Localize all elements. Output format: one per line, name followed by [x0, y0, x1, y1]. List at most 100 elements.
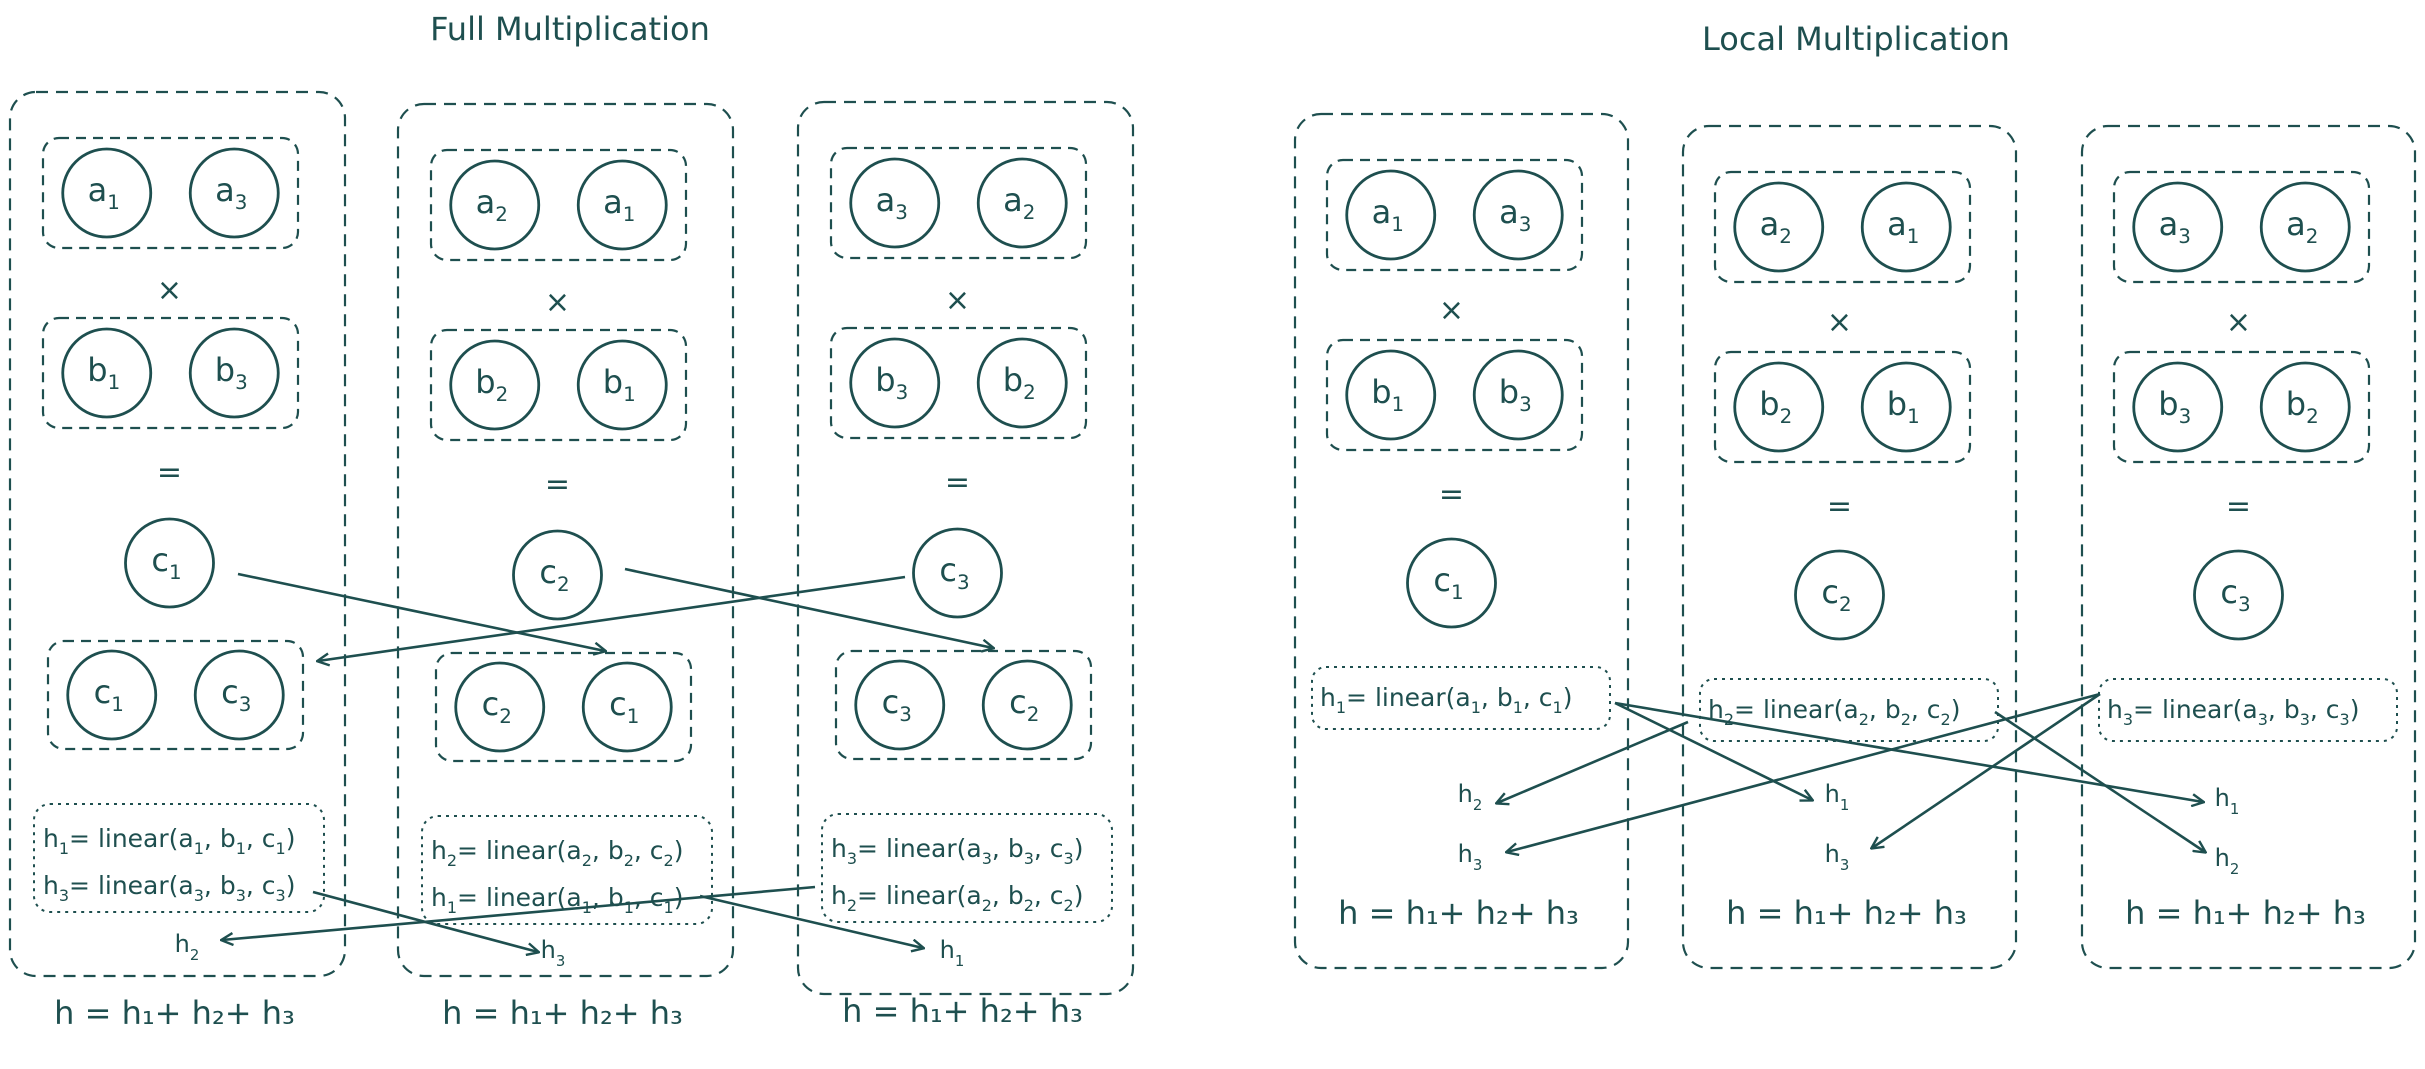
local-d3-b-box: [2112, 350, 2371, 464]
full-d2-formula-box: [421, 815, 713, 925]
full-arrow-4: [222, 885, 816, 940]
full-d2-a-node-1-circle: [449, 159, 541, 251]
full-title: Full Multiplication: [430, 10, 710, 48]
local-d3-b-node-2-label: b2: [2286, 385, 2319, 428]
full-d1-a-node-1-label: a1: [88, 171, 120, 214]
full-d2-c-label: c2: [539, 553, 569, 596]
local-d3-sum: h = h₁+ h₂+ h₃: [2125, 894, 2366, 932]
local-device-3-panel: [2080, 124, 2417, 970]
full-recv-h2: h2: [175, 930, 200, 964]
local-title: Local Multiplication: [1702, 20, 2010, 58]
local-d1-b-node-2-label: b3: [1499, 373, 1532, 416]
full-d3-gathered-node-1-label: c3: [882, 683, 912, 726]
local-d2-a-node-1-circle: [1733, 181, 1825, 273]
local-d2-a-node-1-label: a2: [1760, 205, 1792, 248]
local-d3-equals: =: [2226, 489, 2251, 524]
full-d3-a-node-1-circle: [849, 157, 941, 249]
full-device-1-panel: [8, 90, 347, 978]
full-d1-c-label: c1: [151, 541, 181, 584]
local-d1-c-label: c1: [1433, 561, 1463, 604]
full-d1-b-node-2-circle: [188, 327, 280, 419]
full-d1-gathered-node-2-circle: [193, 649, 285, 741]
full-d3-b-box: [829, 326, 1088, 440]
local-d2-c-label: c2: [1821, 573, 1851, 616]
full-device-3-panel: [796, 100, 1135, 996]
full-d1-a-node-2-circle: [188, 147, 280, 239]
full-d1-formula-2: h3= linear(a3, b3, c3): [43, 871, 295, 905]
full-d3-a-node-2-circle: [976, 157, 1068, 249]
local-arrow-6: [1872, 692, 2101, 848]
full-d3-b-node-2-label: b2: [1003, 361, 1036, 404]
full-d1-formula-box: [33, 803, 325, 913]
full-d3-a-node-2-label: a2: [1003, 181, 1035, 224]
full-device-2-panel: [396, 102, 735, 978]
full-d1-formula-1: h1= linear(a1, b1, c1): [43, 824, 295, 858]
full-recv-h3: h3: [541, 936, 566, 970]
full-arrow-5: [312, 890, 538, 952]
full-arrow-6: [699, 894, 923, 948]
full-d3-c-label: c3: [939, 551, 969, 594]
local-d3-a-box: [2112, 170, 2371, 284]
local-d2-equals: =: [1827, 489, 1852, 524]
local-d2-b-node-1-label: b2: [1759, 385, 1792, 428]
full-d2-a-node-2-circle: [576, 159, 668, 251]
full-d2-a-node-1-label: a2: [476, 183, 508, 226]
local-d2-a-node-2-circle: [1860, 181, 1952, 273]
local-d2-c-circle: [1794, 549, 1885, 641]
arrows-layer: [222, 567, 2205, 952]
local-d1-b-node-2-circle: [1472, 349, 1564, 441]
full-d2-b-node-1-circle: [449, 339, 541, 431]
local-d3-times: ×: [2226, 305, 2251, 340]
local-d1-b-node-1-circle: [1345, 349, 1437, 441]
local-d1-formula-box: [1311, 666, 1611, 730]
full-d3-gathered-node-2-label: c2: [1009, 683, 1039, 726]
local-d3-b-node-2-circle: [2259, 361, 2351, 453]
full-d1-a-node-1-circle: [61, 147, 153, 239]
full-d3-formula-box: [821, 813, 1113, 923]
full-d3-a-box: [829, 146, 1088, 260]
local-d3-formula-1: h3= linear(a3, b3, c3): [2107, 695, 2359, 729]
full-d3-gathered-node-1-circle: [854, 659, 946, 751]
full-d2-gathered-node-2-label: c1: [609, 685, 639, 728]
full-d3-times: ×: [945, 283, 970, 318]
full-d3-formula-1: h3= linear(a3, b3, c3): [831, 834, 1083, 868]
local-d3-a-node-1-circle: [2132, 181, 2224, 273]
full-d3-b-node-2-circle: [976, 337, 1068, 429]
local-d2-recv-h3: h3: [1825, 840, 1850, 874]
local-d2-recv-h1: h1: [1825, 780, 1850, 814]
local-d1-a-node-2-circle: [1472, 169, 1564, 261]
full-d3-a-node-1-label: a3: [876, 181, 908, 224]
local-d3-recv-h1: h1: [2215, 784, 2240, 818]
full-d1-times: ×: [157, 273, 182, 308]
local-d2-a-node-2-label: a1: [1887, 205, 1919, 248]
local-d3-a-node-2-label: a2: [2286, 205, 2318, 248]
local-d1-sum: h = h₁+ h₂+ h₃: [1338, 894, 1579, 932]
full-d2-b-box: [429, 328, 688, 442]
local-d2-formula-1: h2= linear(a2, b2, c2): [1708, 695, 1960, 729]
full-d2-b-node-2-label: b1: [603, 363, 636, 406]
local-d3-formula-box: [2098, 678, 2398, 742]
local-d2-times: ×: [1827, 305, 1852, 340]
local-d1-b-node-1-label: b1: [1371, 373, 1404, 416]
local-d3-a-node-2-circle: [2259, 181, 2351, 273]
local-arrow-3: [1497, 720, 1689, 803]
full-d3-gathered-box: [834, 649, 1093, 761]
full-d1-sum: h = h₁+ h₂+ h₃: [54, 994, 295, 1032]
full-d1-b-node-2-label: b3: [215, 351, 248, 394]
full-d3-b-node-1-circle: [849, 337, 941, 429]
full-d2-formula-1: h2= linear(a2, b2, c2): [431, 836, 683, 870]
full-d2-b-node-2-circle: [576, 339, 668, 431]
full-d1-gathered-node-1-label: c1: [94, 673, 124, 716]
local-d3-c-label: c3: [2220, 573, 2250, 616]
full-d2-b-node-1-label: b2: [475, 363, 508, 406]
full-d1-b-node-1-label: b1: [87, 351, 120, 394]
local-d1-c-circle: [1406, 537, 1497, 629]
local-d3-b-node-1-label: b3: [2158, 385, 2191, 428]
full-d3-sum: h = h₁+ h₂+ h₃: [842, 992, 1083, 1030]
full-arrow-1: [237, 572, 605, 651]
local-arrow-1: [1614, 701, 1812, 800]
full-d2-equals: =: [545, 467, 570, 502]
full-d3-c-circle: [912, 527, 1003, 619]
full-recv-h1: h1: [940, 936, 965, 970]
